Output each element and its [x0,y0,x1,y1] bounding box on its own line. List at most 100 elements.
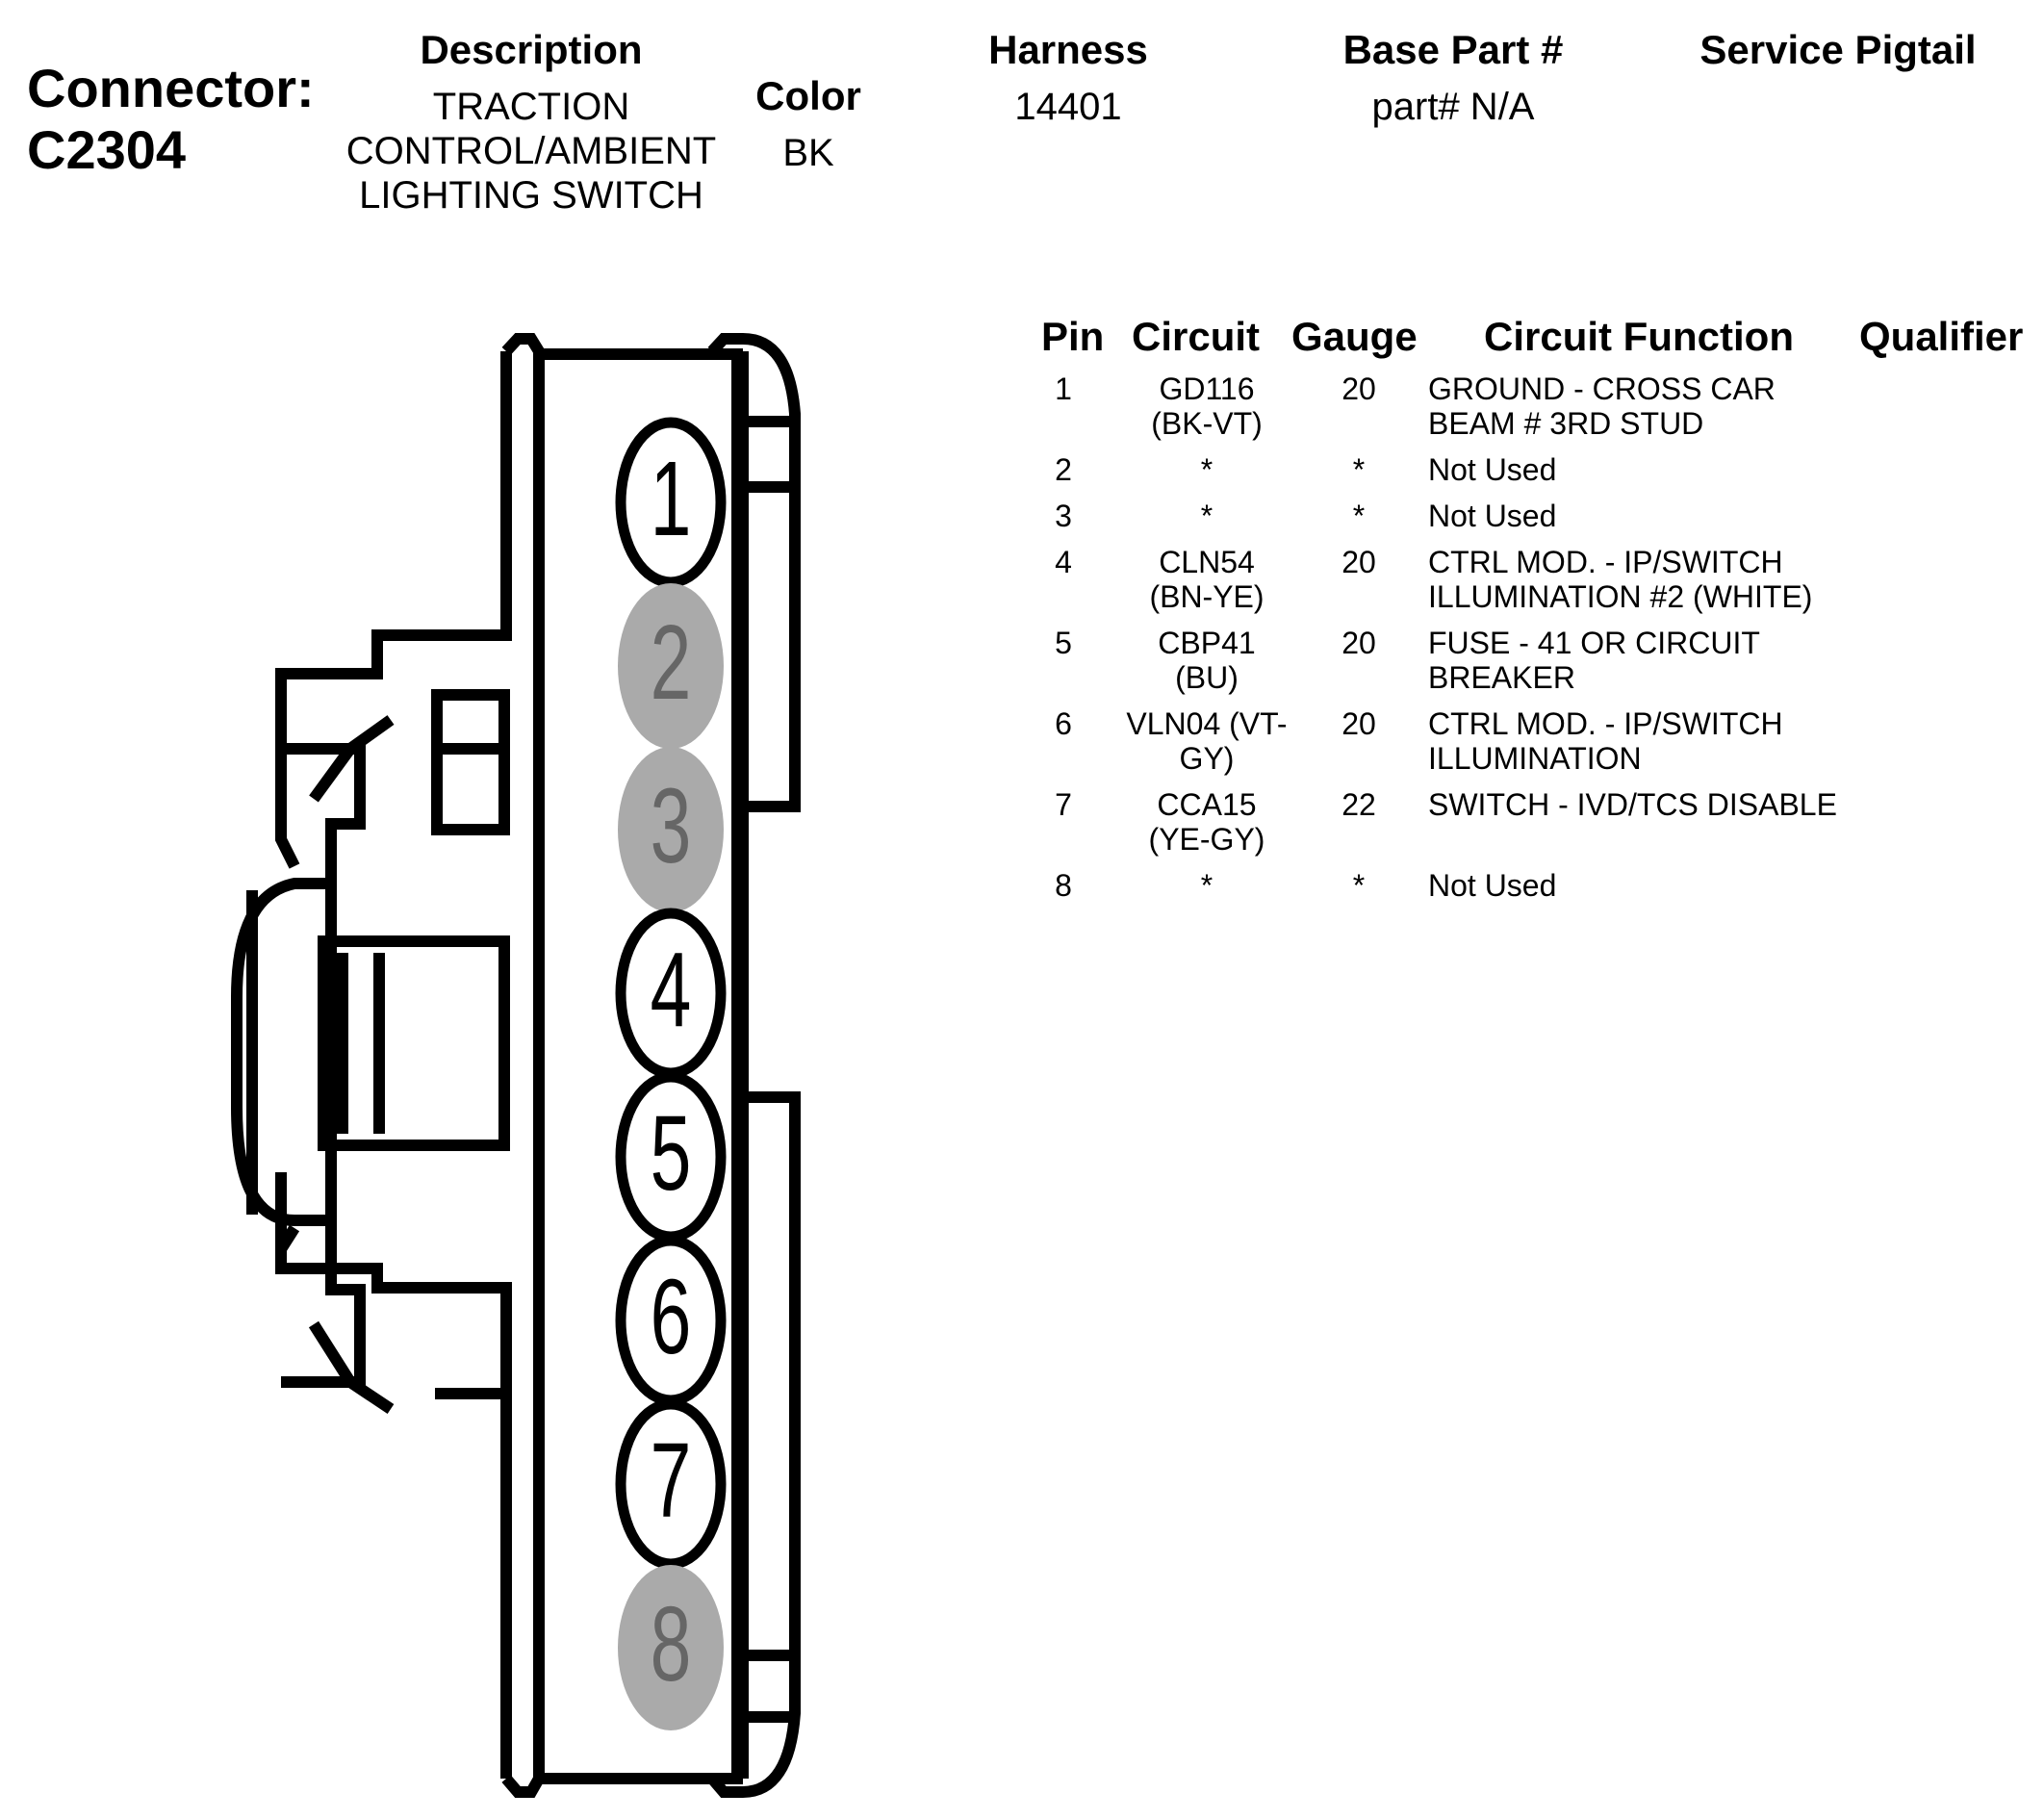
connector-label: Connector: [27,58,315,118]
pin-number-label: 6 [651,1258,692,1376]
function-cell-line: Not Used [1428,868,1557,903]
gauge-cell: * [1301,868,1417,903]
column-header-gauge: Gauge [1291,314,1418,359]
circuit-cell-line: CLN54 [1159,545,1255,579]
circuit-cell-line: CCA15 [1157,787,1257,822]
pin-number-label: 3 [651,767,692,885]
connector-housing [231,333,801,1798]
gauge-cell-line: * [1352,868,1366,903]
pin-number-label: 7 [651,1422,692,1540]
housing-left-cap-bottom [501,1775,545,1798]
pin-cavity-unused [618,747,724,912]
circuit-cell-line: (BN-YE) [1149,579,1265,614]
circuit-cell: CLN54(BN-YE) [1111,545,1303,614]
housing-right-cap-top [707,333,801,812]
function-cell-line: BREAKER [1428,660,1575,695]
housing-left-cap-top [501,333,545,356]
circuit-cell-line: (YE-GY) [1148,822,1265,857]
function-cell-line: CTRL MOD. - IP/SWITCH [1428,545,1783,579]
gauge-cell-line: 20 [1341,626,1376,660]
pin-cavity-used [615,1398,727,1570]
gauge-cell-line: * [1352,499,1366,533]
pin-cell: 2 [1030,452,1097,487]
latch-upper-arm [275,674,300,869]
pin-cell-line: 3 [1055,499,1072,533]
latch-upper-diagonal [309,715,395,803]
side-button-slot [318,935,510,1151]
circuit-cell: * [1111,868,1303,903]
column-header-circuit: Circuit [1132,314,1261,359]
function-cell: Not Used [1428,452,1852,487]
gauge-cell-line: 20 [1341,371,1376,406]
circuit-cell: GD116(BK-VT) [1111,371,1303,441]
circuit-cell-line: (BK-VT) [1151,406,1263,441]
latch-lower-spring [281,1220,366,1388]
gauge-cell: * [1301,452,1417,487]
gauge-cell: 20 [1301,371,1417,406]
circuit-cell-line: VLN04 (VT- [1126,706,1288,741]
pin-cell: 1 [1030,371,1097,406]
function-cell-line: CTRL MOD. - IP/SWITCH [1428,706,1783,741]
function-cell: Not Used [1428,499,1852,533]
circuit-cell-line: * [1200,868,1214,903]
connector-id: C2304 [27,119,187,180]
pin-cell-line: 8 [1055,868,1072,903]
pin-cavities: 1 2 3 4 5 6 7 8 [615,417,727,1730]
harness-heading: Harness [988,27,1148,72]
description-value: TRACTION CONTROL/AMBIENT LIGHTING SWITCH [300,85,762,218]
gauge-cell-line: 20 [1341,706,1376,741]
service-pigtail-heading: Service Pigtail [1699,27,1977,72]
harness-value: 14401 [1014,86,1122,128]
pin-8: 8 [618,1565,724,1730]
circuit-cell: VLN04 (VT-GY) [1111,706,1303,776]
side-button [231,878,331,1226]
function-cell-line: BEAM # 3RD STUD [1428,406,1704,441]
pin-cell-line: 7 [1055,787,1072,822]
column-header-circuit-function: Circuit Function [1484,314,1794,359]
color-value: BK [782,132,834,174]
circuit-cell-line: * [1200,499,1214,533]
function-cell-line: FUSE - 41 OR CIRCUIT [1428,626,1760,660]
pin-3: 3 [618,747,724,912]
description-heading: Description [420,27,643,72]
function-cell-line: GROUND - CROSS CAR [1428,371,1776,406]
latch-lower-arm [275,1172,300,1269]
circuit-cell-line: GY) [1179,741,1235,776]
circuit-cell-line: CBP41 [1158,626,1256,660]
pin-7: 7 [615,1398,727,1570]
pin-6: 6 [615,1235,727,1406]
column-header-qualifier: Qualifier [1859,314,2024,359]
pin-4: 4 [615,908,727,1079]
gauge-cell-line: 22 [1341,787,1376,822]
housing-right-cap-bottom [707,1091,801,1798]
pin-cell-line: 4 [1055,545,1072,579]
gauge-cell-line: * [1352,452,1366,487]
gauge-cell: 20 [1301,626,1417,660]
pin-cell: 8 [1030,868,1097,903]
pin-cavity-used [615,417,727,588]
latch-upper-spring [281,743,366,920]
pin-1: 1 [615,417,727,588]
description-line: TRACTION [432,86,630,128]
function-cell-line: SWITCH - IVD/TCS DISABLE [1428,787,1837,822]
pin-cell: 4 [1030,545,1097,579]
pin-5: 5 [615,1071,727,1243]
pin-number-label: 5 [651,1094,692,1213]
base-part-heading: Base Part # [1342,27,1564,72]
pin-cavity-unused [618,1565,724,1730]
gauge-cell-line: 20 [1341,545,1376,579]
pin-table: Pin Circuit Gauge Circuit Function Quali… [1030,314,2044,987]
pin-number-label: 1 [651,440,692,558]
gauge-cell: 20 [1301,706,1417,741]
pin-cell-line: 5 [1055,626,1072,660]
pin-cell-line: 1 [1055,371,1072,406]
circuit-cell: * [1111,499,1303,533]
function-cell-line: Not Used [1428,452,1557,487]
pin-2: 2 [618,583,724,749]
circuit-cell: * [1111,452,1303,487]
